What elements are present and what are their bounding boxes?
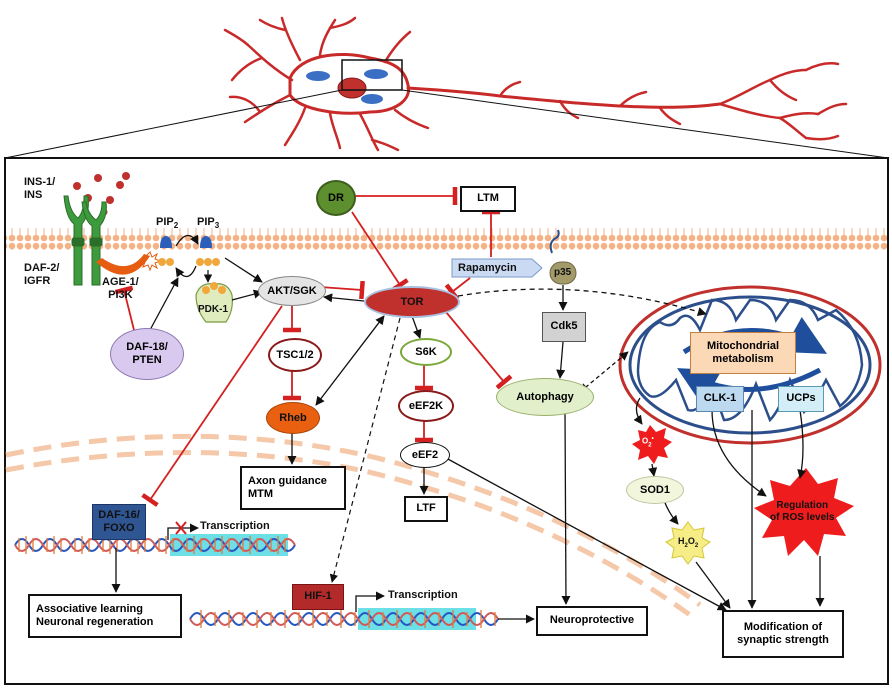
transcription-label-2: Transcription [388,589,458,601]
tsc-node: TSC1/2 [268,338,322,372]
ltm-box: LTM [460,186,516,212]
cell-frame [4,157,889,685]
dr-node: DR [316,180,356,216]
soma-contents [306,69,388,104]
mito-metabolism-box: Mitochondrial metabolism [690,332,796,374]
nuclear-membrane [5,433,702,618]
ros-star [754,468,854,556]
daf18-node: DAF-18/ PTEN [110,328,184,380]
transcription-blocked-x [175,521,187,535]
rapamycin-label: Rapamycin [458,262,517,274]
daf16-box: DAF-16/ FOXO [92,504,146,540]
daf2-label: DAF-2/ IGFR [24,262,60,287]
connectors [111,187,825,624]
autophagy-node: Autophagy [496,378,594,416]
synaptic-strength-box: Modification of synaptic strength [722,610,844,658]
cell-membrane [6,228,887,250]
p35-label: p35 [554,267,572,278]
axon-guidance-box: Axon guidance MTM [240,466,346,510]
akt-node: AKT/SGK [258,276,326,306]
zoom-line-right [401,89,889,159]
neuroprotective-box: Neuroprotective [536,606,648,636]
sod1-node: SOD1 [626,476,684,504]
superoxide-star [632,425,672,464]
pip-lipids [158,234,220,278]
dna-strand-2 [189,608,499,630]
h2o2-label: H2O2 [678,536,699,549]
ros-label: Regulation of ROS levels [770,500,835,523]
ltf-box: LTF [404,496,448,522]
eef2k-node: eEF2K [398,390,454,422]
eef2-node: eEF2 [400,442,450,468]
clk1-box: CLK-1 [696,386,744,412]
zoom-box [341,59,403,91]
pip2-label: PIP2 [156,216,179,231]
tor-node: TOR [364,286,460,318]
ucps-box: UCPs [778,386,824,412]
ins-label: INS-1/ INS [24,176,56,201]
neuron-illustration [223,16,848,152]
dna-strand-1 [14,534,296,556]
s6k-node: S6K [400,338,452,366]
associative-box: Associative learning Neuronal regenerati… [28,594,182,638]
cdk5-box: Cdk5 [542,312,586,342]
rapamycin-shape [451,258,543,278]
daf2-receptor [63,195,107,286]
rheb-node: Rheb [266,402,320,434]
pdk1-label: PDK-1 [198,304,229,315]
pdk1-shape [195,270,233,323]
p35-shape [549,229,577,285]
transcription-label-1: Transcription [200,520,270,532]
hif1-box: HIF-1 [292,584,344,610]
h2o2-star [665,521,711,565]
pip3-label: PIP3 [197,216,220,231]
zoom-line-left [4,89,343,159]
superoxide-label: O2• [642,436,654,449]
age1-pi3k-shape [96,251,162,275]
age1-label: AGE-1/ PI3K [102,276,139,301]
